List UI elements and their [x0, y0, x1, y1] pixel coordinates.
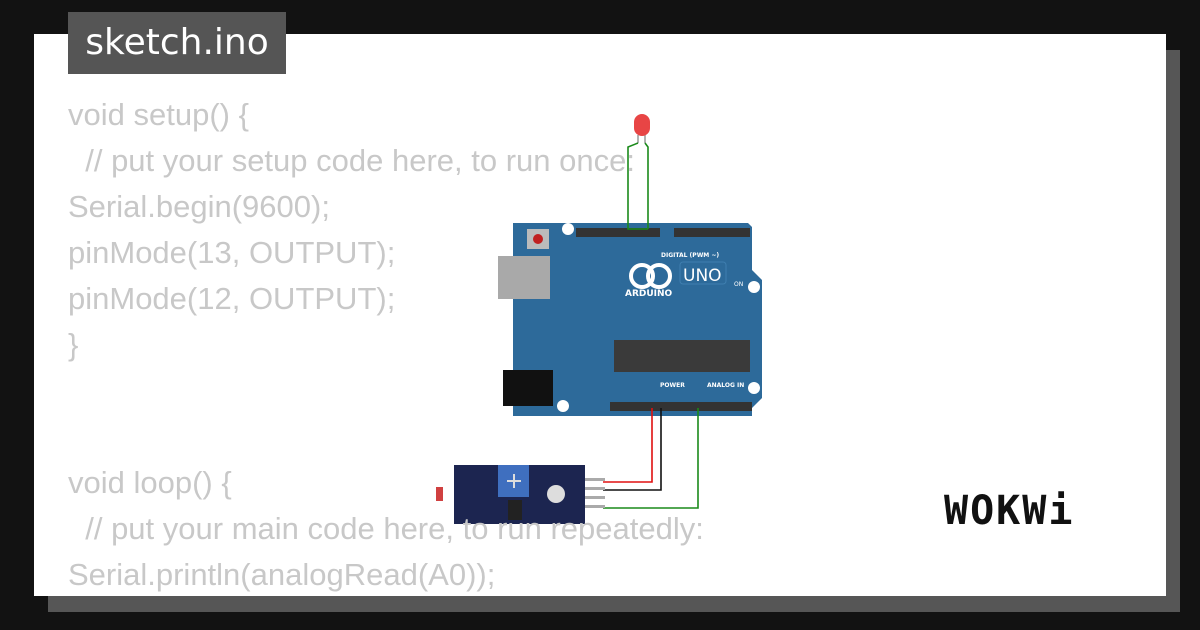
ldr-sensor-module[interactable]	[436, 465, 605, 524]
header-digital-high	[576, 228, 660, 237]
digital-label: DIGITAL (PWM ~)	[661, 252, 719, 259]
code-line: void setup() {	[68, 97, 249, 132]
analog-label: ANALOG IN	[707, 382, 744, 389]
code-line: Serial.begin(9600);	[68, 189, 330, 224]
power-jack	[503, 370, 553, 406]
header-power	[610, 402, 694, 411]
wire-gnd	[603, 408, 662, 491]
header-analog	[694, 402, 752, 411]
red-led[interactable]	[634, 114, 650, 143]
usb-port	[498, 256, 550, 299]
board-brand: ARDUINO	[625, 289, 673, 299]
code-line	[68, 368, 704, 414]
power-label: POWER	[660, 382, 685, 389]
code-line: // put your main code here, to run repea…	[68, 511, 704, 546]
arduino-uno-board: ARDUINO UNO DIGITAL (PWM ~) ON POWER ANA…	[498, 223, 762, 416]
photoresistor	[436, 487, 443, 501]
header-digital-low	[674, 228, 750, 237]
code-line: pinMode(12, OUTPUT);	[68, 281, 396, 316]
atmega-chip	[614, 340, 750, 372]
on-label: ON	[734, 281, 743, 288]
code-line	[68, 414, 704, 460]
wire-led-12	[644, 142, 649, 229]
wire-a0	[603, 408, 699, 509]
code-preview: void setup() { // put your setup code he…	[68, 92, 704, 598]
wokwi-logo: WOKWi	[944, 488, 1075, 534]
board-model: UNO	[683, 266, 722, 286]
file-tab: sketch.ino	[68, 12, 286, 74]
code-line: void loop() {	[68, 465, 232, 500]
arduino-logo-icon	[629, 263, 655, 289]
code-line: }	[68, 327, 79, 362]
wire-5v	[603, 408, 653, 483]
code-line: Serial.println(analogRead(A0));	[68, 557, 496, 592]
code-line: pinMode(13, OUTPUT);	[68, 235, 396, 270]
code-line: // put your setup code here, to run once…	[68, 143, 635, 178]
wire-led-13	[627, 142, 648, 230]
